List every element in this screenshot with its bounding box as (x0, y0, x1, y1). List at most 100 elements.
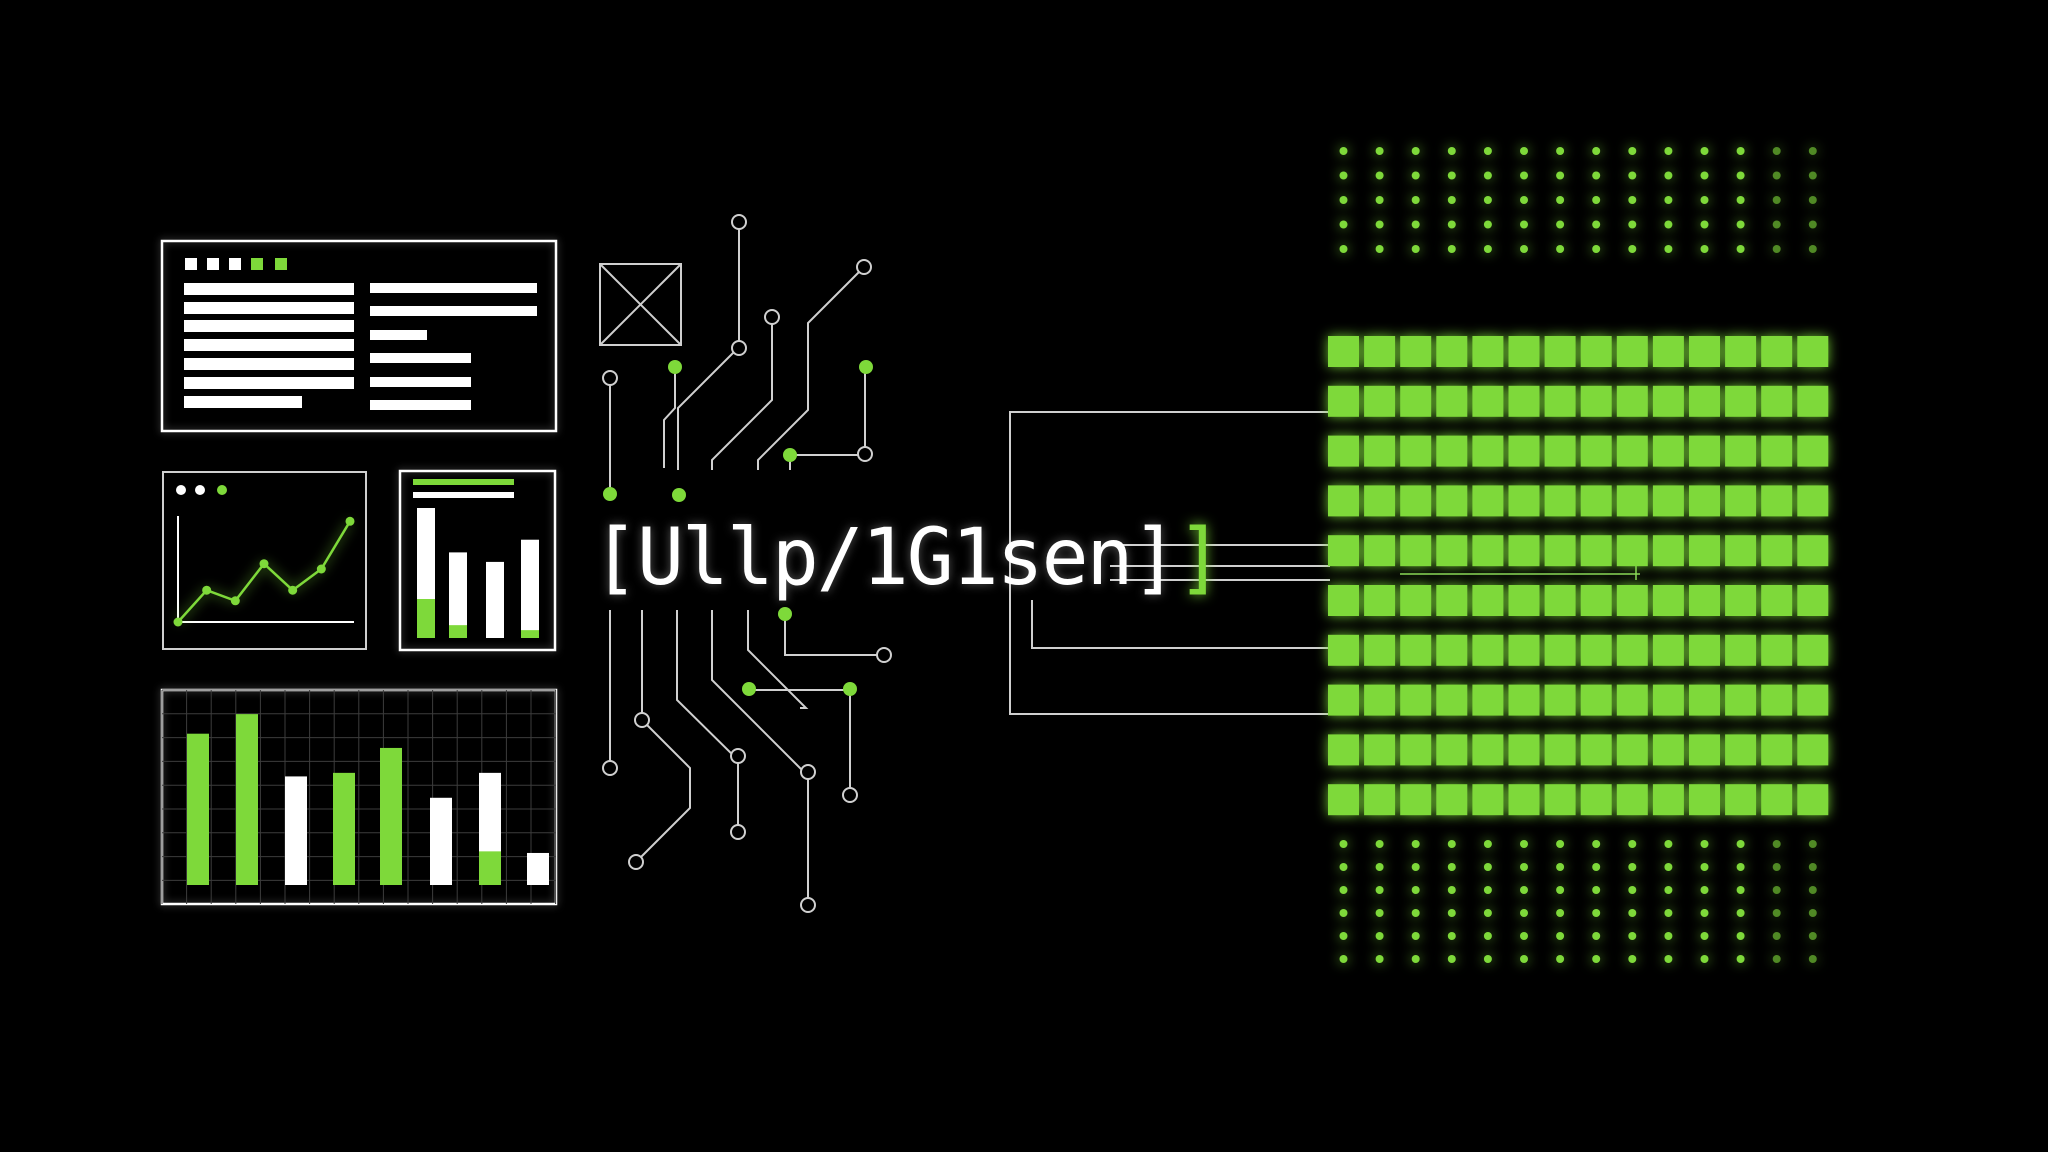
grid-dot (1339, 840, 1348, 848)
grid-block (1436, 385, 1468, 417)
circuit-nodes (602, 214, 892, 913)
grid-block (1580, 634, 1612, 666)
grid-block (1616, 634, 1648, 666)
grid-dot (1628, 955, 1637, 963)
grid-block (1400, 734, 1432, 766)
grid-block (1616, 485, 1648, 517)
mini-line-point (316, 564, 326, 574)
grid-dot (1736, 245, 1745, 253)
grid-dot (1700, 840, 1709, 848)
big-bar (236, 714, 258, 885)
grid-block (1580, 585, 1612, 616)
grid-dot (1339, 909, 1348, 917)
grid-dot (1772, 171, 1781, 180)
grid-block (1436, 734, 1468, 766)
grid-block (1364, 585, 1396, 616)
grid-block (1725, 535, 1757, 567)
center-label-green-bracket: ] (1176, 513, 1223, 603)
grid-dot (1628, 863, 1637, 871)
grid-dot (1483, 245, 1492, 253)
grid-block (1472, 336, 1504, 367)
grid-block (1689, 485, 1720, 517)
grid-block (1652, 336, 1684, 367)
grid-dot (1772, 220, 1781, 229)
grid-dot (1736, 196, 1745, 204)
grid-block (1364, 535, 1396, 567)
grid-dot (1808, 147, 1817, 155)
grid-dot (1339, 220, 1348, 229)
grid-dot (1664, 171, 1673, 180)
grid-block (1400, 634, 1432, 666)
grid-dot (1772, 245, 1781, 253)
grid-dot (1375, 932, 1384, 940)
grid-dot (1483, 171, 1492, 180)
grid-block (1689, 336, 1720, 367)
grid-dot (1411, 171, 1420, 180)
grid-dot (1411, 840, 1420, 848)
grid-dot (1556, 932, 1565, 940)
grid-dot (1411, 196, 1420, 204)
big-bar-chart-card (160, 688, 558, 906)
grid-block (1364, 336, 1396, 367)
grid-dot (1411, 147, 1420, 155)
grid-block (1472, 435, 1504, 467)
grid-dot (1447, 147, 1456, 155)
grid-dot (1483, 840, 1492, 848)
grid-dot (1375, 886, 1384, 894)
grid-dot (1592, 220, 1601, 229)
grid-block (1580, 435, 1612, 467)
grid-dot (1447, 863, 1456, 871)
grid-dot (1375, 220, 1384, 229)
mini-line-point (345, 516, 355, 526)
grid-dot (1808, 932, 1817, 940)
grid-block (1364, 734, 1396, 766)
grid-block (1544, 535, 1576, 567)
grid-dot (1808, 196, 1817, 204)
grid-dot (1411, 863, 1420, 871)
center-label: [Ullp/1G1sen]] (592, 508, 1223, 608)
grid-block (1508, 385, 1540, 417)
grid-dot (1772, 909, 1781, 917)
grid-dot (1556, 863, 1565, 871)
grid-dot (1808, 245, 1817, 253)
grid-block (1761, 435, 1793, 467)
grid-block (1580, 336, 1612, 367)
grid-dot (1411, 886, 1420, 894)
grid-dot (1700, 196, 1709, 204)
connector-lines (1009, 411, 1640, 715)
grid-block (1580, 385, 1612, 417)
grid-block (1508, 634, 1540, 666)
grid-block (1472, 585, 1504, 616)
grid-dot (1339, 932, 1348, 940)
grid-dot (1772, 886, 1781, 894)
grid-dot (1339, 245, 1348, 253)
grid-dot (1736, 886, 1745, 894)
grid-block (1544, 684, 1576, 716)
big-bar (380, 747, 402, 885)
grid-block (1400, 585, 1432, 616)
grid-dot (1628, 245, 1637, 253)
grid-block (1436, 784, 1468, 816)
image-placeholder-icon (599, 263, 682, 346)
grid-dot (1556, 245, 1565, 253)
grid-dot (1808, 909, 1817, 917)
grid-dot (1664, 932, 1673, 940)
grid-dot (1375, 863, 1384, 871)
grid-block (1508, 535, 1540, 567)
grid-block (1400, 784, 1432, 816)
grid-dot (1375, 909, 1384, 917)
mini-bar-green (417, 599, 435, 638)
grid-block (1472, 634, 1504, 666)
grid-dot (1700, 886, 1709, 894)
grid-dot (1592, 196, 1601, 204)
grid-dot (1664, 886, 1673, 894)
grid-dot (1808, 955, 1817, 963)
grid-block (1436, 585, 1468, 616)
grid-dot (1375, 955, 1384, 963)
grid-dot (1375, 245, 1384, 253)
grid-block (1689, 535, 1720, 567)
grid-dot (1520, 196, 1528, 204)
grid-block (1328, 435, 1359, 467)
grid-dot (1447, 909, 1456, 917)
grid-dot (1375, 171, 1384, 180)
